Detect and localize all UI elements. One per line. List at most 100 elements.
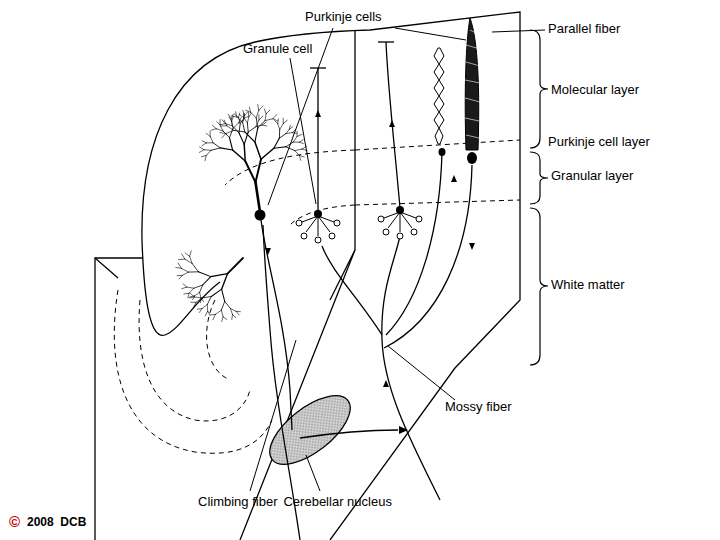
fibers: [261, 42, 472, 540]
arrowhead: [315, 110, 321, 117]
dendrite-branch: [189, 288, 194, 293]
dendrite-branch: [274, 138, 280, 148]
granule-dendrites: [302, 216, 334, 236]
dendrite-branch: [243, 116, 245, 123]
purkinje-axon: [261, 220, 292, 430]
dendrite-branch: [232, 126, 239, 133]
dendrite-branch: [273, 115, 277, 119]
dendrite-branch: [244, 118, 248, 124]
dendrite-branch: [249, 107, 250, 112]
dendrite-branch: [191, 302, 196, 303]
dendrite-branch: [211, 289, 221, 296]
dendrite-branch: [289, 127, 293, 130]
dendrite-branch: [259, 116, 263, 120]
dendrite-branch: [221, 310, 223, 317]
dendrite-branch: [239, 115, 243, 118]
structure-label: Purkinje cells: [305, 10, 382, 25]
dendrite-branch: [184, 293, 189, 295]
dendrite-branch: [202, 305, 207, 309]
granule-cells: [296, 206, 422, 243]
dendrite-branch: [256, 182, 261, 212]
rosette: [416, 216, 422, 222]
rosette: [334, 220, 340, 226]
dendrite-branch: [220, 120, 221, 125]
dendrite-branch: [190, 296, 195, 297]
dendrite-branch: [222, 317, 223, 322]
dendrite-branch: [208, 311, 210, 315]
dendrite-branch: [228, 258, 244, 274]
purkinje-edge-on: [465, 18, 479, 150]
dendrite-branch: [224, 120, 227, 126]
dendrite-branch: [190, 256, 193, 263]
dendrite-branch: [266, 110, 270, 114]
dendrite-branch: [217, 122, 220, 125]
dendrite-branch: [220, 148, 232, 150]
dendrite-branch: [274, 147, 286, 149]
dendrite-branch: [297, 131, 298, 136]
structure-label: Cerebellar nucleus: [283, 495, 391, 510]
direction-arrows: [265, 110, 475, 434]
bracket: [530, 208, 548, 365]
dendrite-branch: [231, 119, 232, 126]
dendrite-branch: [198, 272, 210, 277]
dendrite-branch: [256, 159, 262, 182]
dendrite-branch: [255, 142, 261, 159]
leader-line: [306, 455, 320, 491]
dendrite-branch: [223, 317, 227, 320]
block-edge: [95, 258, 143, 540]
dendrite-branch: [183, 284, 187, 287]
dendrite-branch: [239, 113, 240, 117]
dendrite-branch: [245, 161, 255, 182]
structure-label: Parallel fiber: [548, 22, 620, 37]
dendrite-branch: [178, 263, 181, 268]
dendrite-branch: [249, 113, 252, 117]
layer-boundary: [139, 300, 250, 421]
dendrite-branch: [262, 125, 267, 127]
dendrite-branch: [236, 112, 237, 117]
dendrite-branch: [279, 130, 280, 139]
dendrite-branch: [204, 149, 211, 151]
dendrite-branch: [255, 128, 258, 142]
dendrite-branch: [215, 310, 221, 314]
dendrite-branch: [247, 117, 248, 123]
arrowhead: [399, 426, 408, 434]
purkinje-axon: [386, 152, 442, 335]
dendrite-branch: [256, 118, 258, 128]
structure-label: Climbing fiber: [198, 495, 277, 510]
dendrite-branch: [223, 131, 230, 138]
purkinje-soma: [439, 148, 446, 156]
rosette: [383, 229, 389, 235]
edge-on-purkinje-cells: [434, 18, 480, 164]
dendrite-branch: [211, 274, 228, 277]
dendrite-branch: [213, 143, 220, 148]
dendrite-branch: [230, 309, 232, 315]
copyright-symbol: ©: [9, 513, 20, 530]
block-outline: [95, 12, 520, 540]
rosette: [411, 229, 417, 235]
layer-boundary: [114, 290, 272, 453]
folium-surface: [142, 42, 255, 335]
dendrite-branch: [212, 125, 216, 129]
dendrite-branch: [225, 301, 231, 308]
dendrite-branch: [179, 259, 185, 261]
leader-lines: [250, 28, 545, 491]
dendrite-branch: [297, 134, 302, 136]
dendrite-branch: [244, 144, 245, 161]
dendrite-branch: [286, 133, 292, 134]
dendrite-branch: [293, 142, 299, 143]
rosette: [296, 220, 302, 226]
bracket: [530, 30, 548, 148]
dendrite-branch: [259, 106, 263, 110]
dendrite-branch: [210, 314, 215, 316]
dendrite-branch: [207, 305, 208, 312]
arrowhead: [451, 175, 457, 182]
dendrite-branch: [206, 150, 211, 155]
arrowhead: [469, 243, 475, 250]
dendrite-branch: [237, 117, 243, 122]
dendrite-branch: [280, 124, 284, 130]
climbing-fiber: [263, 225, 300, 540]
dendrite-branch: [207, 297, 211, 305]
dendrite-branch: [234, 130, 245, 132]
dendrite-branch: [258, 115, 259, 120]
